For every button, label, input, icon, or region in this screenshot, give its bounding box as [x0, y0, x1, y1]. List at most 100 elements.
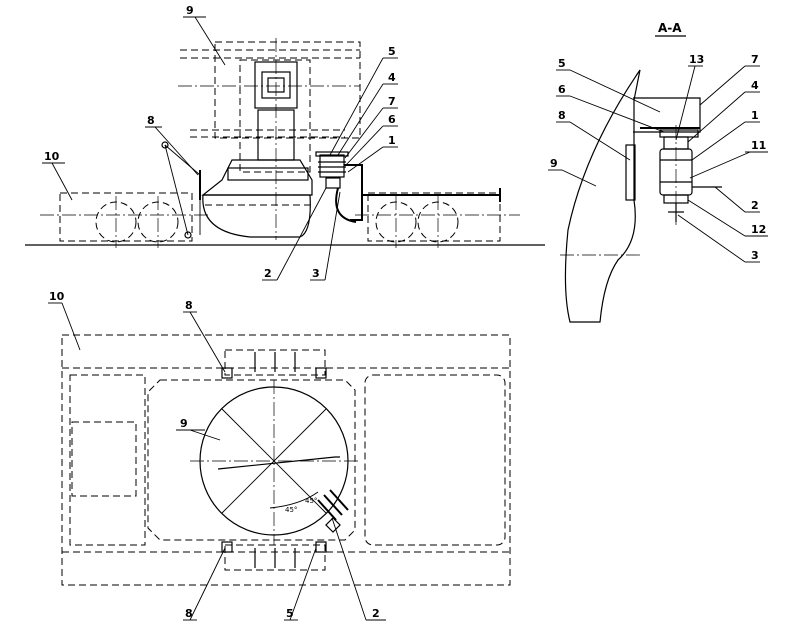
sleader-8	[569, 121, 631, 161]
sleader-9	[561, 169, 597, 187]
callout-10: 10	[44, 150, 60, 163]
plan-drive-bar-1	[317, 499, 337, 521]
sleader-1	[691, 121, 746, 161]
plan-support-8-bl	[221, 541, 233, 553]
support-pin-bottom	[184, 231, 192, 239]
scallout-12: 12	[751, 223, 766, 236]
callout-9: 9	[186, 4, 194, 17]
callout-8: 8	[147, 114, 155, 127]
pcallout-9: 9	[180, 417, 188, 430]
plan-left-bay	[69, 374, 146, 546]
scallout-2: 2	[751, 199, 759, 212]
mast-outline	[239, 59, 311, 173]
leader-2	[276, 187, 327, 281]
support-link-right	[164, 144, 201, 235]
pleader-5	[289, 547, 317, 621]
side-plate-8	[625, 144, 636, 201]
scallout-1: 1	[751, 109, 759, 122]
plan-top-trunnion	[224, 349, 326, 376]
leader-8	[154, 126, 199, 176]
callout-2: 2	[264, 267, 272, 280]
pcallout-2: 2	[372, 607, 380, 620]
drive-gearbox	[325, 177, 341, 189]
angle-label-a: 45°	[285, 506, 297, 514]
plan-support-8-tl	[221, 367, 233, 379]
sleader-13	[675, 65, 696, 141]
section-view: A-A	[548, 21, 768, 323]
pcallout-8b: 8	[185, 607, 193, 620]
support-pin-top	[161, 141, 169, 149]
vessel-profile	[564, 69, 641, 323]
pcallout-10: 10	[49, 290, 65, 303]
pcallout-5: 5	[286, 607, 294, 620]
callout-7: 7	[388, 95, 396, 108]
plan-support-8-tr	[315, 367, 327, 379]
scallout-3: 3	[751, 249, 759, 262]
pleader-10	[61, 302, 81, 351]
plan-view: 45° 45° 10 8 9 8 5 2	[48, 290, 511, 621]
sleader-7	[699, 65, 746, 106]
angle-arc	[269, 491, 319, 509]
pcallout-8a: 8	[185, 299, 193, 312]
leader-7	[344, 107, 384, 159]
vessel-bowl	[202, 194, 311, 238]
sleader-5	[569, 69, 661, 113]
scallout-7: 7	[751, 53, 759, 66]
plan-drive-block	[325, 517, 341, 533]
sleader-2	[714, 186, 746, 213]
plate-6	[659, 129, 699, 138]
elevation-view: 9 8 10 5 4 7 6 1 2 3	[25, 4, 545, 281]
sleader-6	[569, 95, 665, 133]
leader-3	[324, 191, 341, 281]
vessel-shoulder	[201, 159, 313, 196]
pleader-8b	[189, 547, 226, 621]
leader-9	[194, 16, 226, 66]
plan-support-8-br	[315, 541, 327, 553]
sleader-12	[687, 199, 746, 237]
callout-3: 3	[312, 267, 320, 280]
callout-4: 4	[388, 71, 396, 84]
plan-diagonal-2	[221, 408, 327, 514]
scallout-6: 6	[558, 83, 566, 96]
plan-drive-bar-3	[329, 489, 349, 511]
plan-right-bay	[364, 374, 506, 546]
section-title: A-A	[658, 21, 682, 35]
pleader-8a	[189, 311, 226, 373]
callout-5: 5	[388, 45, 396, 58]
right-transport-frame	[367, 192, 501, 242]
leader-5	[329, 57, 384, 156]
scallout-11: 11	[751, 139, 766, 152]
guide-frame	[214, 41, 361, 139]
angle-label-b: 45°	[305, 497, 317, 505]
sleader-11	[689, 151, 751, 179]
sleader-3	[677, 214, 746, 263]
scallout-8: 8	[558, 109, 566, 122]
plan-center-bay	[147, 379, 356, 541]
plan-left-box	[71, 421, 137, 497]
scallout-13: 13	[689, 53, 704, 66]
plan-drive-unit	[317, 489, 349, 533]
plan-drive-bar-2	[323, 494, 343, 516]
support-link-left	[164, 144, 189, 236]
plan-chute	[217, 456, 340, 470]
scallout-4: 4	[751, 79, 759, 92]
pleader-9	[189, 429, 221, 441]
leader-6	[345, 125, 384, 166]
bracket-7	[633, 97, 701, 133]
drive-motor	[319, 154, 345, 178]
scallout-9: 9	[550, 157, 558, 170]
sleader-4	[687, 91, 746, 143]
hydraulic-pipe	[344, 164, 363, 221]
trunnion-ring	[227, 167, 309, 181]
callout-1: 1	[388, 134, 396, 147]
plan-bottom-trunnion	[224, 544, 326, 571]
scallout-5: 5	[558, 57, 566, 70]
pleader-2	[331, 517, 367, 621]
hydraulic-hose	[335, 187, 357, 223]
plan-outer-frame	[61, 334, 511, 586]
leader-10	[51, 162, 73, 201]
left-transport-frame	[59, 192, 193, 242]
leader-4	[337, 83, 384, 156]
leader-1	[347, 146, 384, 173]
